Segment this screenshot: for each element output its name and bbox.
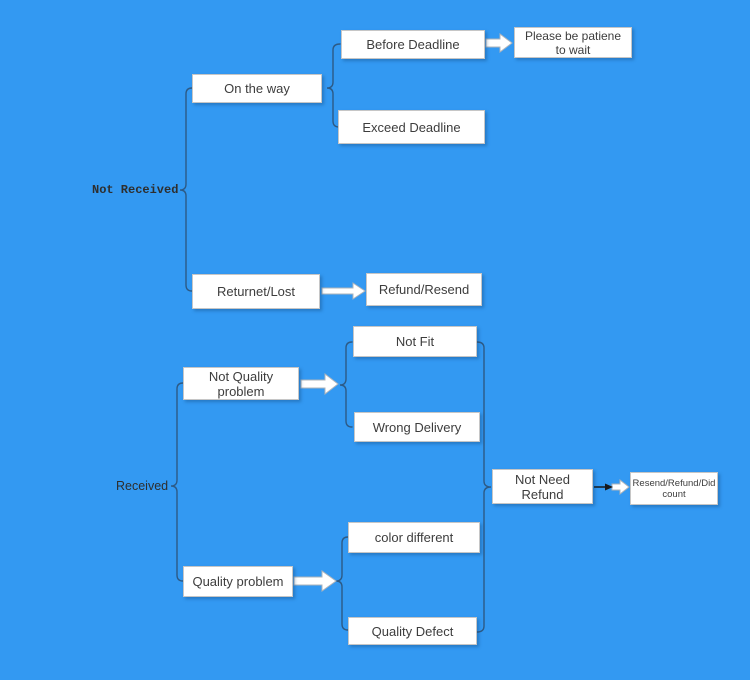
arrow-not-quality-to-children — [300, 372, 339, 396]
brace-on-the-way-children — [326, 43, 341, 128]
arrow-not-need-refund-line — [594, 483, 613, 491]
node-refund-resend: Refund/Resend — [366, 273, 482, 306]
node-not-quality-problem: Not Quality problem — [183, 367, 299, 400]
arrow-not-need-refund-block — [611, 478, 630, 496]
arrow-quality-to-children — [293, 570, 337, 592]
node-returnet-lost: Returnet/Lost — [192, 274, 320, 309]
node-quality-problem: Quality problem — [183, 566, 293, 597]
node-not-need-refund: Not Need Refund — [492, 469, 593, 504]
node-exceed-deadline: Exceed Deadline — [338, 110, 485, 144]
arrow-before-deadline-to-wait — [485, 33, 513, 53]
brace-received — [170, 382, 184, 582]
arrow-returnet-lost-to-refund — [321, 282, 366, 300]
node-before-deadline: Before Deadline — [341, 30, 485, 59]
node-on-the-way: On the way — [192, 74, 322, 103]
node-color-different: color different — [348, 522, 480, 553]
node-quality-defect: Quality Defect — [348, 617, 477, 645]
brace-not-quality-children — [339, 341, 353, 428]
node-resend-refund-did-count: Resend/Refund/Did count — [630, 472, 718, 505]
brace-not-received — [179, 87, 193, 292]
branch-label-received: Received — [116, 479, 169, 493]
node-not-fit: Not Fit — [353, 326, 477, 357]
brace-merge-right — [476, 341, 492, 633]
brace-quality-children — [335, 536, 349, 631]
node-wrong-delivery: Wrong Delivery — [354, 412, 480, 442]
node-please-be-patiene-to-wait: Please be patiene to wait — [514, 27, 632, 58]
branch-label-not-received: Not Received — [92, 183, 179, 197]
